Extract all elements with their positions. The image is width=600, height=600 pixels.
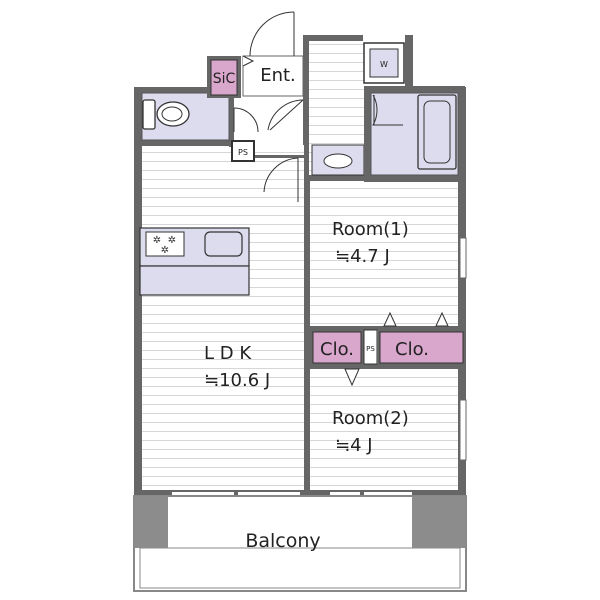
ldk-floor	[142, 145, 304, 495]
room1-name: Room(1)	[332, 219, 409, 240]
ps-top-label: PS	[238, 148, 248, 157]
hall-doors	[233, 99, 304, 202]
bottom-wall	[134, 490, 466, 498]
ps-top	[231, 140, 255, 162]
sic-label: SiC	[213, 71, 236, 87]
room1-size: ≒4.7 J	[335, 246, 390, 267]
svg-text:W: W	[380, 60, 388, 69]
washbasin-counter	[311, 144, 365, 176]
stove-burner-icon: ✲ ✲ ✲	[145, 231, 185, 257]
windows-right	[459, 237, 467, 461]
closet-left-label: Clo.	[320, 339, 354, 360]
washbasin-icon	[323, 153, 353, 169]
entrance-label: Ent.	[260, 65, 296, 86]
ldk-name: L D K	[204, 343, 252, 364]
toilet-icon	[142, 99, 190, 130]
closet-right-label: Clo.	[395, 339, 429, 360]
closet-door-markers	[344, 311, 449, 387]
room2-name: Room(2)	[332, 408, 409, 429]
ldk-size: ≒10.6 J	[204, 370, 270, 391]
washer-icon: W	[363, 42, 405, 84]
svg-text:✲: ✲	[161, 245, 169, 256]
kitchen-island	[139, 265, 250, 296]
sink-icon	[204, 231, 243, 257]
entrance-floor	[242, 55, 304, 97]
room1-floor	[310, 180, 458, 328]
ps-mid-label: PS	[366, 345, 375, 353]
balcony	[133, 495, 467, 592]
svg-text:✲: ✲	[168, 235, 176, 246]
balcony-label: Balcony	[245, 530, 320, 552]
entrance-door	[249, 11, 295, 57]
room2-size: ≒4 J	[335, 435, 373, 456]
bathtub-icon	[417, 94, 457, 170]
room2-floor	[310, 368, 458, 495]
svg-text:✲: ✲	[153, 235, 161, 246]
